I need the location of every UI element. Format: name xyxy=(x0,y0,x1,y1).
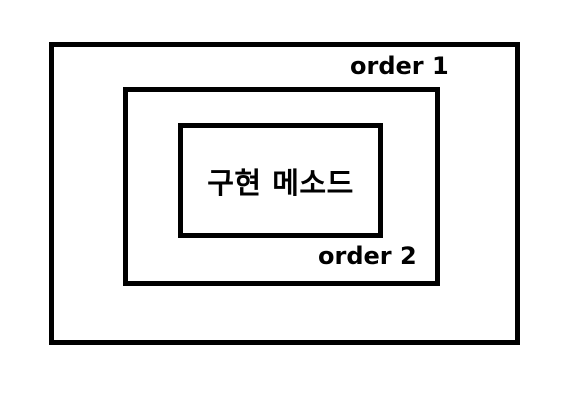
implementation-method-label: 구현 메소드 xyxy=(178,123,383,238)
implementation-method-text: 구현 메소드 xyxy=(207,165,354,200)
order-1-box xyxy=(49,42,520,345)
order-2-label: order 2 xyxy=(318,242,417,270)
implementation-method-box xyxy=(178,123,383,238)
order-2-box xyxy=(123,87,440,286)
order-1-label: order 1 xyxy=(350,52,449,80)
